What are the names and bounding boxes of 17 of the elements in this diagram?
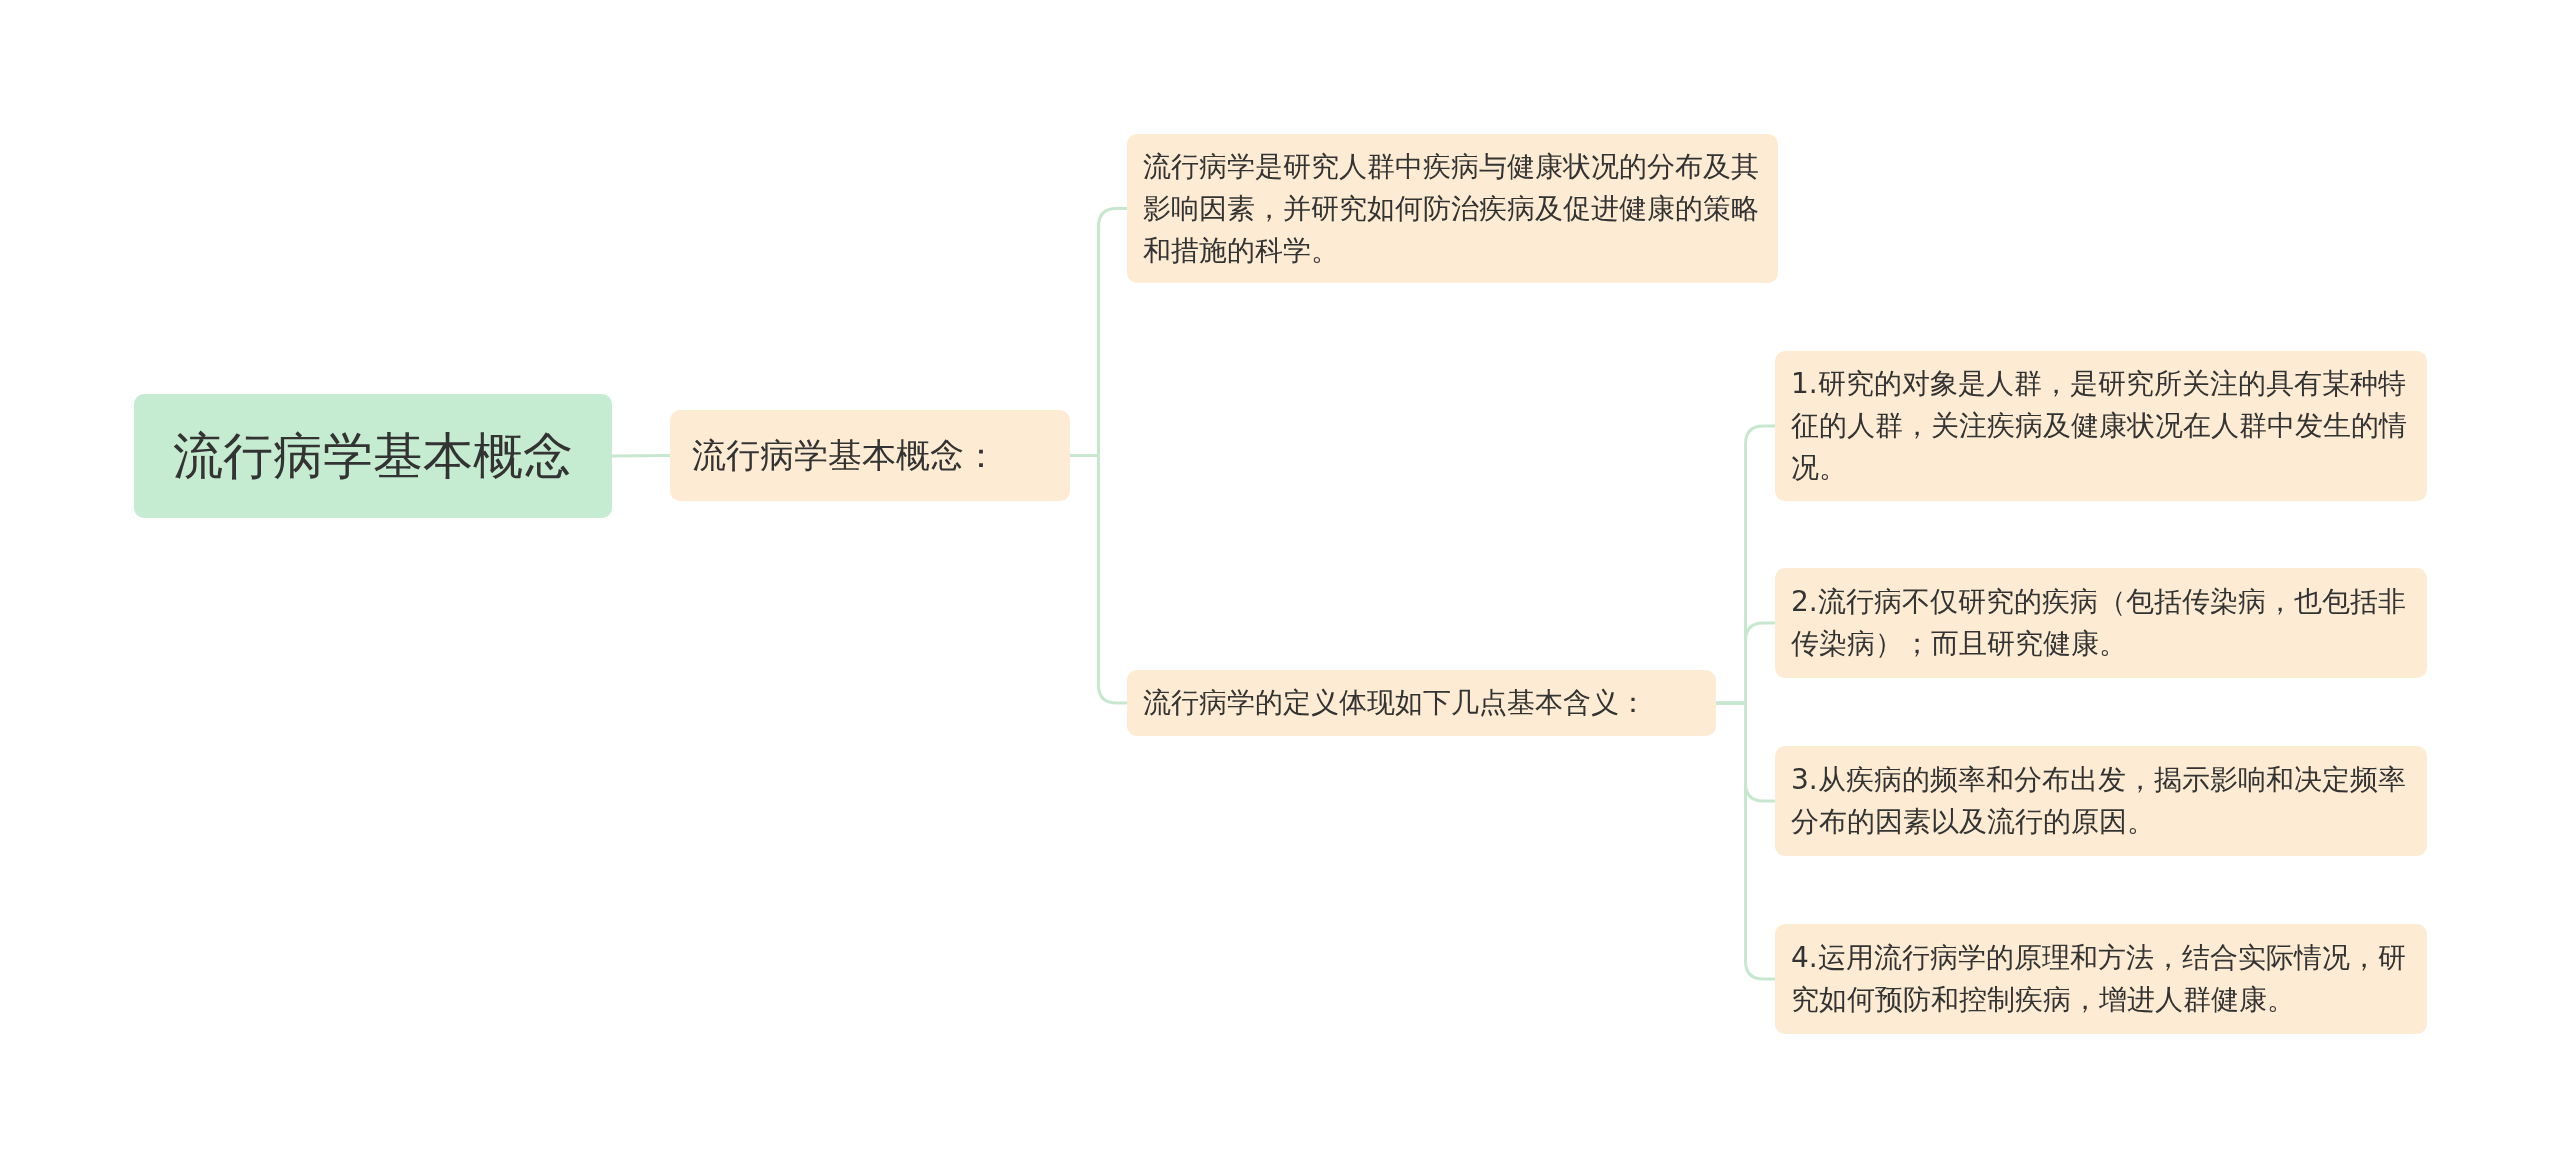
node-text: 2.流行病不仅研究的疾病（包括传染病，也包括非传染病）；而且研究健康。: [1791, 584, 2407, 662]
branch-box: [1775, 568, 2427, 678]
topic-box: [134, 394, 612, 518]
branch-box: [1127, 134, 1778, 283]
branch-box: [1127, 670, 1716, 736]
node-text: 流行病学基本概念：: [692, 434, 998, 477]
node-text: 流行病学的定义体现如下几点基本含义：: [1143, 685, 1647, 721]
connector-line: [612, 454, 670, 458]
node-text: 4.运用流行病学的原理和方法，结合实际情况，研究如何预防和控制疾病，增进人群健康。: [1791, 940, 2407, 1018]
node-text: 流行病学是研究人群中疾病与健康状况的分布及其影响因素，并研究如何防治疾病及促进健康的策略和措施的科学。: [1143, 148, 1760, 269]
branch-box: [670, 410, 1070, 501]
branch-box: [1775, 351, 2427, 501]
branch-box: [1775, 746, 2427, 856]
node-text: 1.研究的对象是人群，是研究所关注的具有某种特征的人群，关注疾病及健康状况在人群中发生的情况。: [1791, 366, 2408, 486]
node-text: 3.从疾病的频率和分布出发，揭示影响和决定频率分布的因素以及流行的原因。: [1791, 762, 2407, 840]
branch-box: [1775, 924, 2427, 1034]
node-text: 流行病学基本概念: [173, 425, 573, 487]
